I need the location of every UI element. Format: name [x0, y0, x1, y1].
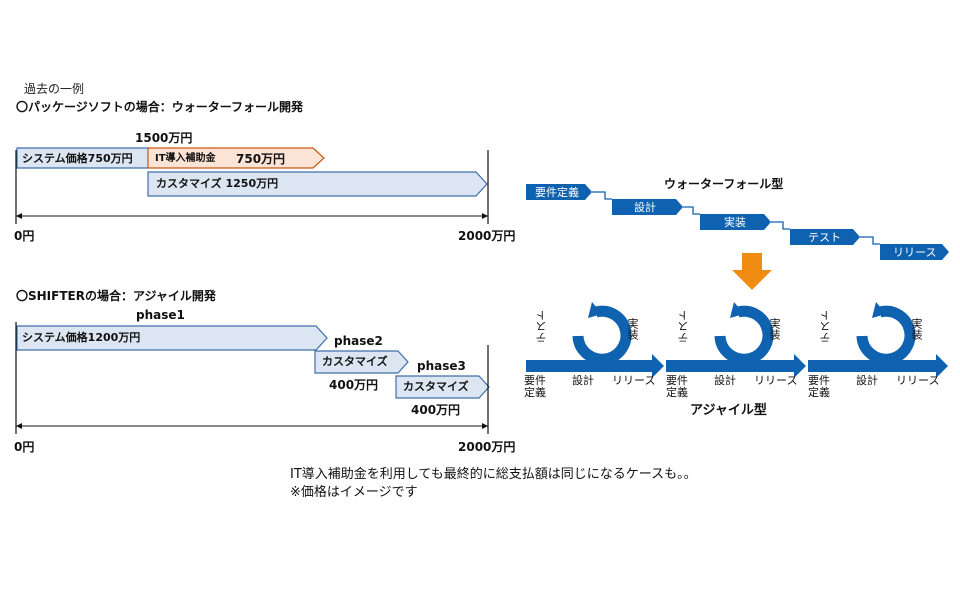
phase2-label: phase2	[334, 334, 383, 348]
example-heading: 過去の一例	[24, 82, 85, 96]
waterfall-step-4: テスト	[808, 231, 841, 244]
phase1-bar-label: システム価格1200万円	[22, 331, 141, 344]
phase1-label: phase1	[136, 308, 185, 322]
waterfall-case-title: 〇パッケージソフトの場合：ウォーターフォール開発	[16, 100, 304, 114]
agile-baseline	[526, 354, 948, 378]
agile-impl-1: 実装	[626, 318, 639, 340]
waterfall-step-3: 実装	[724, 216, 746, 229]
agile-impl-3: 実装	[910, 318, 923, 340]
agile-release-1: リリース	[612, 374, 656, 387]
agile-design-2: 設計	[714, 374, 736, 387]
waterfall-model-steps	[526, 184, 949, 260]
waterfall-step-1: 要件定義	[535, 186, 579, 199]
agile-impl-2: 実装	[768, 318, 781, 340]
agile-design-1: 設計	[572, 374, 594, 387]
subsidy-bar	[147, 147, 325, 169]
customize-bar	[147, 171, 488, 197]
waterfall-step-5: リリース	[893, 246, 937, 259]
agile-req-2: 要件定義	[666, 374, 688, 399]
axis-end-agile: 2000万円	[458, 440, 516, 454]
agile-design-3: 設計	[856, 374, 878, 387]
agile-model-title: アジャイル型	[690, 403, 767, 418]
agile-cycles	[572, 305, 916, 365]
note-line-1: IT導入補助金を利用しても最終的に総支払額は同じになるケースも。。	[290, 467, 697, 482]
phase3-label: phase3	[417, 359, 466, 373]
axis-end-waterfall: 2000万円	[458, 229, 516, 243]
phase3-amount: 400万円	[411, 403, 461, 417]
phase1-bar	[16, 325, 328, 351]
note-line-2: ※価格はイメージです	[290, 485, 418, 500]
axis-start-agile: 0円	[14, 440, 35, 454]
phase3-bar-label: カスタマイズ	[403, 380, 469, 393]
agile-test-1: テスト	[535, 310, 548, 343]
agile-release-3: リリース	[896, 374, 940, 387]
agile-req-3: 要件定義	[808, 374, 830, 399]
total-label: 1500万円	[135, 131, 193, 145]
customize-label: カスタマイズ 1250万円	[156, 177, 279, 190]
agile-release-2: リリース	[754, 374, 798, 387]
waterfall-model-title: ウォーターフォール型	[664, 177, 784, 191]
axis-start-waterfall: 0円	[14, 229, 35, 243]
phase2-bar-label: カスタマイズ	[322, 355, 388, 368]
agile-test-2: テスト	[677, 310, 690, 343]
agile-req-1: 要件定義	[524, 374, 546, 399]
phase3-bar	[395, 375, 490, 399]
system-price-label: システム価格750万円	[22, 152, 133, 165]
subsidy-label: IT導入補助金	[155, 153, 216, 164]
waterfall-step-2: 設計	[634, 201, 656, 214]
agile-test-3: テスト	[819, 310, 832, 343]
down-arrow	[732, 253, 772, 290]
agile-case-title: 〇SHIFTERの場合：アジャイル開発	[16, 289, 216, 303]
subsidy-amount: 750万円	[236, 152, 286, 166]
phase2-amount: 400万円	[329, 378, 379, 392]
phase2-bar	[314, 350, 409, 374]
